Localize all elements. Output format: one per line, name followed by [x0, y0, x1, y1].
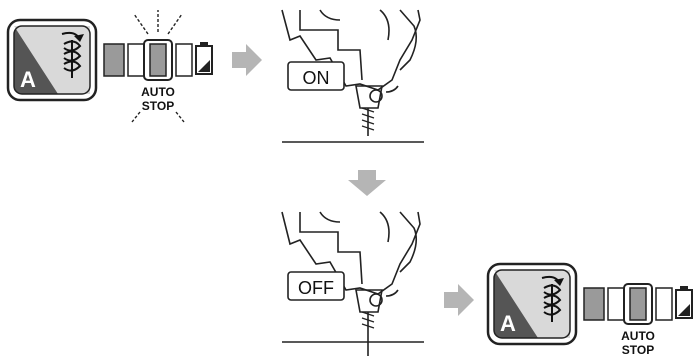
- switch-label-box-bottom: [287, 271, 345, 301]
- rotation-icon: [541, 275, 564, 322]
- stop-label-top: STOP: [142, 99, 174, 113]
- indicator-cells-top: [103, 39, 213, 81]
- switch-label-box-top: [287, 61, 345, 91]
- arrow-down: [348, 170, 386, 196]
- arrow-right-bottom: [444, 284, 474, 316]
- mode-letter: A: [500, 311, 516, 336]
- flash-rays-top: [133, 10, 183, 35]
- switch-label-on: ON: [303, 68, 330, 88]
- mode-letter: A: [20, 67, 36, 92]
- mode-panel-bottom: A: [486, 262, 578, 346]
- indicator-cells-bottom: [583, 283, 693, 325]
- rotation-icon: [61, 31, 84, 78]
- drill-bottom: [281, 211, 421, 356]
- drill-top: [281, 9, 421, 136]
- switch-label-off: OFF: [298, 278, 334, 298]
- mode-panel-top: A: [6, 18, 98, 102]
- battery-icon: [675, 286, 693, 319]
- auto-label-bottom: AUTO: [621, 329, 655, 343]
- flash-rays-bottom: [131, 111, 185, 123]
- battery-icon: [195, 42, 213, 75]
- arrow-right-top: [232, 44, 262, 76]
- stop-label-bottom: STOP: [622, 343, 654, 357]
- auto-label-top: AUTO: [141, 85, 175, 99]
